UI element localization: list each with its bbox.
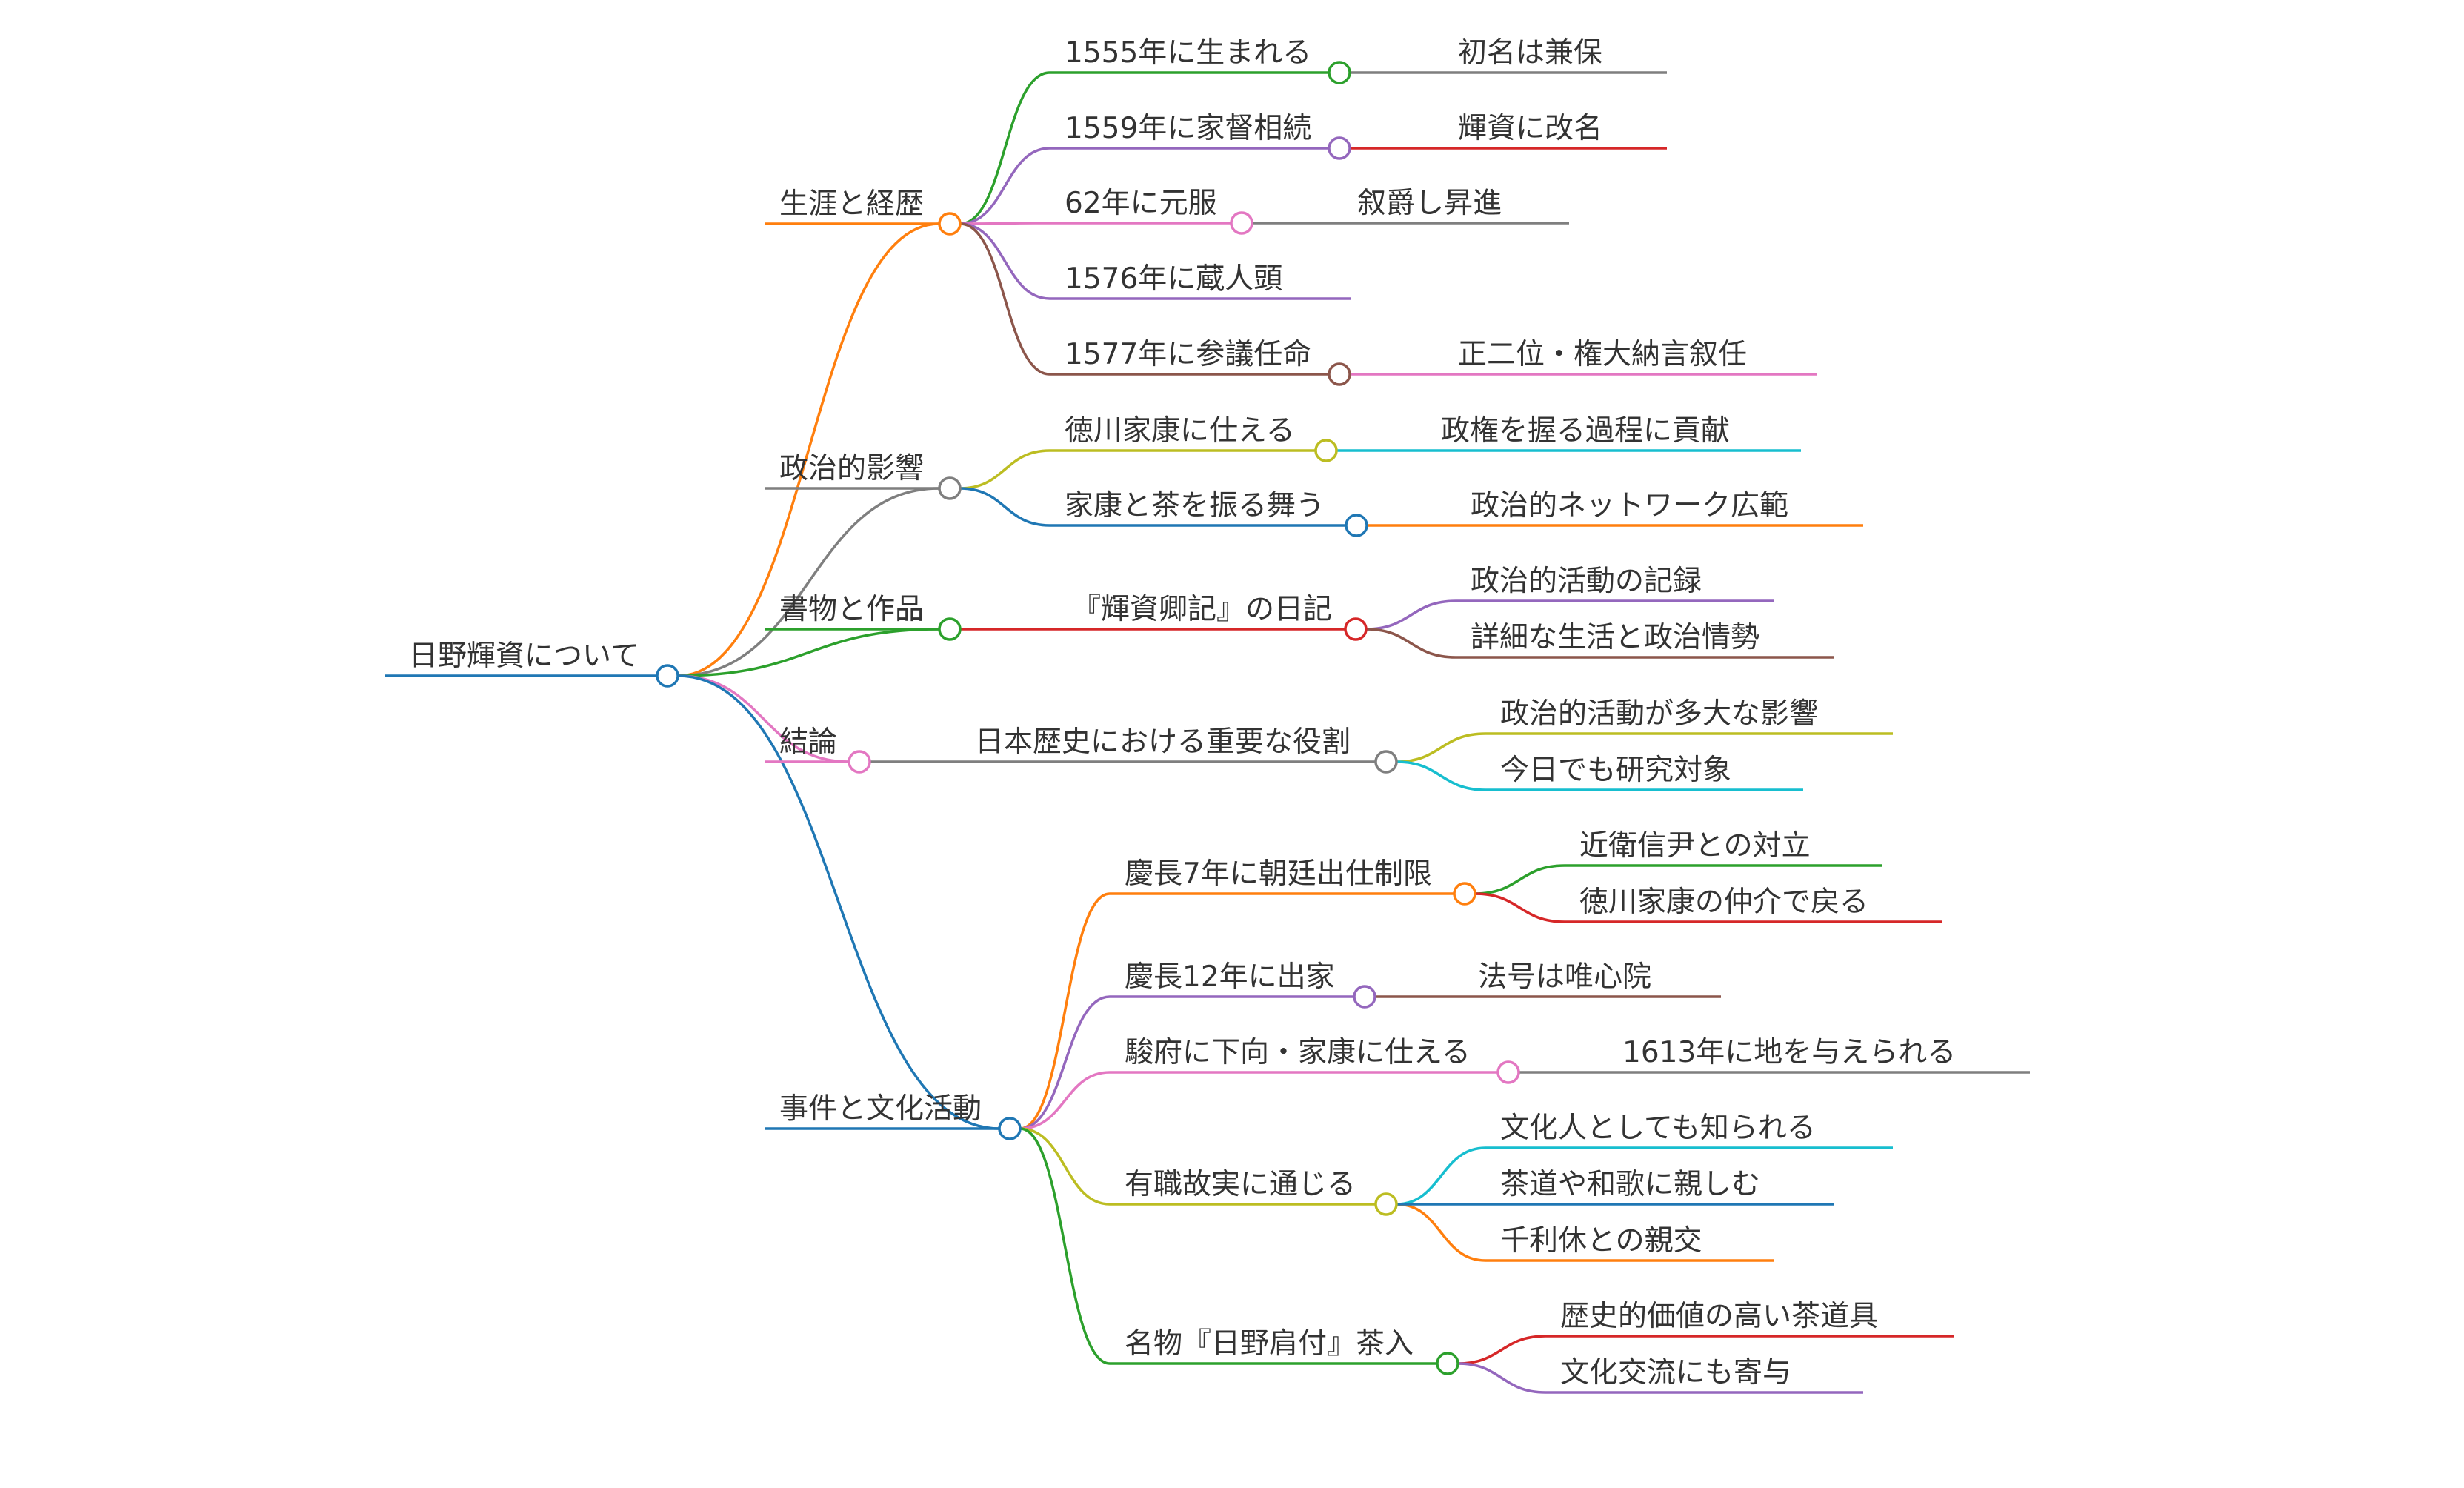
- child-label-katatsuki: 名物『日野肩付』茶入: [1125, 1327, 1414, 1361]
- child-label-keicho7: 慶長7年に朝廷出仕制限: [1125, 857, 1432, 891]
- leaf-label-land: 1613年に地を与えられる: [1622, 1036, 1956, 1069]
- leaf-link-rikyu: [1396, 1203, 1486, 1262]
- leaf-label-born-name: 初名は兼保: [1458, 36, 1602, 70]
- child-link-serve-ieyasu: [959, 449, 1050, 490]
- child-label-kurodo: 1576年に蔵人頭: [1065, 262, 1282, 296]
- branch-label-events: 事件と文化活動: [779, 1092, 982, 1126]
- leaf-link-exchange: [1457, 1362, 1546, 1394]
- leaf-label-chadogu: 歴史的価値の高い茶道具: [1560, 1300, 1878, 1333]
- mindmap-nodes: [656, 61, 1520, 1375]
- child-label-genpuku: 62年に元服: [1065, 187, 1217, 220]
- child-label-tea-ieyasu: 家康と茶を振る舞う: [1065, 489, 1325, 522]
- child-node-tea-ieyasu[interactable]: [1345, 514, 1368, 537]
- branch-label-career: 生涯と経歴: [779, 187, 924, 221]
- child-node-sunpu[interactable]: [1496, 1060, 1520, 1084]
- leaf-label-influence: 政治的活動が多大な影響: [1500, 697, 1818, 731]
- leaf-label-exchange: 文化交流にも寄与: [1560, 1356, 1791, 1389]
- leaf-link-influence: [1396, 732, 1486, 763]
- child-link-kurodo: [959, 222, 1050, 300]
- leaf-label-network: 政治的ネットワーク広範: [1471, 489, 1788, 522]
- child-link-succession: [959, 147, 1050, 225]
- mindmap-underlines: [385, 71, 2030, 1394]
- child-label-succession: 1559年に家督相続: [1065, 112, 1311, 145]
- branch-label-politics: 政治的影響: [779, 452, 924, 485]
- branch-node-career[interactable]: [938, 212, 962, 236]
- leaf-label-promotion: 叙爵し昇進: [1357, 187, 1502, 220]
- child-node-diary[interactable]: [1344, 617, 1368, 641]
- leaf-link-bunka: [1396, 1146, 1486, 1206]
- child-label-yusoku: 有職故実に通じる: [1125, 1168, 1356, 1201]
- child-link-born: [959, 71, 1050, 225]
- child-node-keicho12[interactable]: [1353, 985, 1376, 1009]
- leaf-label-dainagon: 正二位・権大納言叙任: [1458, 338, 1747, 371]
- leaf-link-research: [1396, 760, 1486, 791]
- leaf-label-konoe: 近衛信尹との対立: [1579, 829, 1811, 863]
- child-link-tea-ieyasu: [959, 487, 1050, 527]
- child-label-sangi: 1577年に参議任命: [1065, 338, 1311, 371]
- leaf-link-life: [1365, 628, 1456, 659]
- leaf-label-bunka: 文化人としても知られる: [1500, 1112, 1816, 1145]
- leaf-label-return: 徳川家康の仲介で戻る: [1579, 886, 1868, 919]
- child-label-born: 1555年に生まれる: [1065, 36, 1311, 70]
- leaf-link-konoe: [1474, 864, 1565, 895]
- root-node[interactable]: [656, 664, 679, 688]
- child-link-sunpu: [1019, 1071, 1111, 1130]
- leaf-label-sado: 茶道や和歌に親しむ: [1500, 1168, 1760, 1201]
- child-node-sangi[interactable]: [1328, 362, 1351, 386]
- branch-link-career: [677, 222, 940, 677]
- branch-node-conclusion[interactable]: [848, 750, 871, 774]
- child-node-keicho7[interactable]: [1453, 882, 1476, 906]
- leaf-label-rikyu: 千利休との親交: [1500, 1224, 1702, 1258]
- branch-link-events: [677, 674, 1000, 1130]
- child-link-keicho12: [1019, 995, 1111, 1130]
- leaf-label-hogo: 法号は唯心院: [1478, 960, 1651, 994]
- mindmap-links: [677, 71, 1565, 1394]
- branch-node-events[interactable]: [998, 1117, 1022, 1140]
- child-node-katatsuki[interactable]: [1436, 1352, 1459, 1375]
- leaf-link-record: [1365, 599, 1456, 631]
- child-node-role[interactable]: [1374, 750, 1398, 774]
- child-link-katatsuki: [1019, 1127, 1111, 1365]
- child-label-serve-ieyasu: 徳川家康に仕える: [1065, 414, 1295, 448]
- child-label-diary: 『輝資卿記』の日記: [1072, 593, 1332, 626]
- child-link-keicho7: [1019, 892, 1111, 1130]
- child-label-role: 日本歴史における重要な役割: [975, 725, 1351, 759]
- leaf-link-chadogu: [1457, 1335, 1546, 1365]
- child-node-born[interactable]: [1328, 61, 1351, 84]
- branch-node-politics[interactable]: [938, 476, 962, 500]
- root-label: 日野輝資について: [409, 640, 639, 673]
- child-link-genpuku: [959, 222, 1050, 225]
- child-link-yusoku: [1019, 1127, 1111, 1206]
- branch-label-writings: 書物と作品: [779, 593, 924, 626]
- branch-node-writings[interactable]: [938, 617, 962, 641]
- branch-label-conclusion: 結論: [779, 725, 837, 759]
- child-node-genpuku[interactable]: [1230, 211, 1253, 235]
- leaf-label-rename: 輝資に改名: [1458, 112, 1602, 145]
- leaf-label-contribution: 政権を握る過程に貢献: [1441, 414, 1730, 448]
- child-node-serve-ieyasu[interactable]: [1314, 439, 1338, 462]
- child-label-keicho12: 慶長12年に出家: [1125, 960, 1335, 994]
- leaf-label-record: 政治的活動の記録: [1471, 565, 1702, 598]
- leaf-label-life: 詳細な生活と政治情勢: [1471, 621, 1759, 654]
- branch-link-politics: [677, 487, 940, 677]
- branch-link-writings: [677, 628, 940, 677]
- child-node-succession[interactable]: [1328, 136, 1351, 160]
- leaf-link-return: [1474, 892, 1565, 923]
- child-label-sunpu: 駿府に下向・家康に仕える: [1125, 1036, 1471, 1069]
- child-link-sangi: [959, 222, 1050, 376]
- child-node-yusoku[interactable]: [1374, 1192, 1398, 1216]
- mindmap-labels: 日野輝資について 生涯と経歴 1555年に生まれる 初名は兼保 1559年に家督相続 輝資…: [409, 36, 1956, 1389]
- leaf-label-research: 今日でも研究対象: [1500, 754, 1731, 787]
